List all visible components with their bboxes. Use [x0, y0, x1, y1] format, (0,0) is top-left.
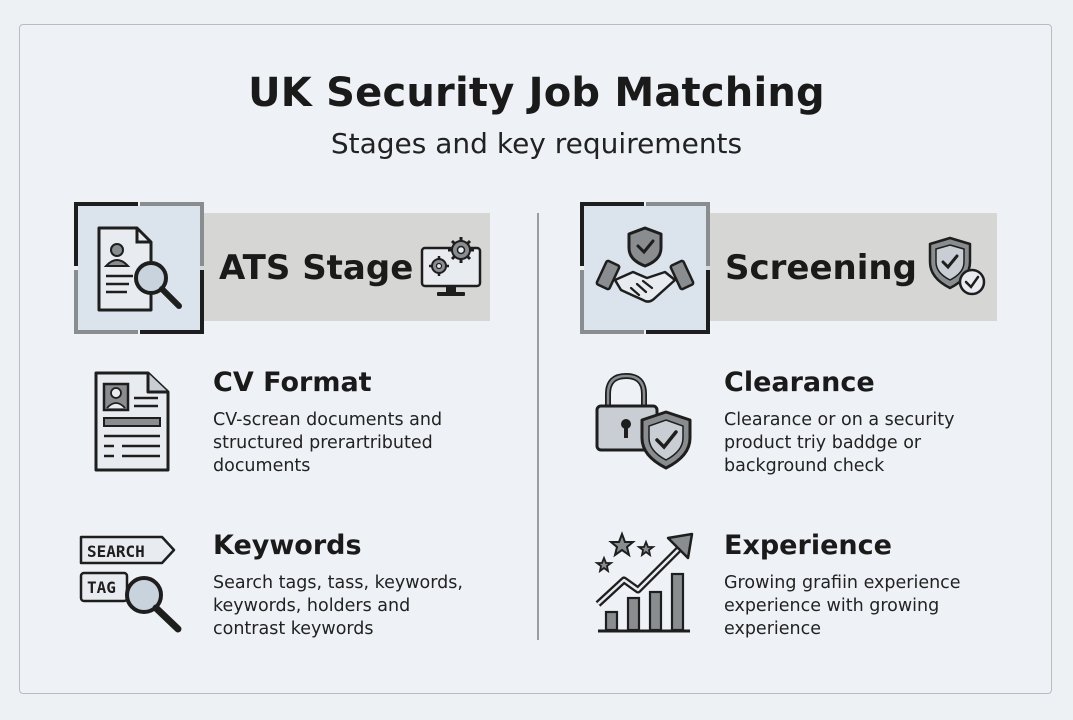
ats-stage-label: ATS Stage: [219, 248, 414, 288]
clearance-title: Clearance: [724, 367, 875, 398]
page-subtitle: Stages and key requirements: [330, 127, 743, 160]
experience-description: Growing grafiin experience experience wi…: [724, 573, 961, 639]
handshake-shield-icon: [595, 226, 695, 303]
screening-label: Screening: [725, 248, 917, 288]
shield-check-icon: [928, 236, 986, 296]
cv-format-title: CV Format: [213, 367, 372, 398]
clearance-description: Clearance or on a security product triy …: [724, 410, 955, 476]
search-tag-text: SEARCH: [87, 542, 145, 561]
experience-title: Experience: [724, 530, 892, 561]
resume-search-icon: [97, 226, 182, 312]
lock-shield-icon: [595, 372, 692, 470]
ats-stage-icon-frame: [74, 202, 204, 334]
search-tag-icon: SEARCH TAG: [79, 535, 182, 633]
cv-format-description: CV-screan documents and structured prera…: [213, 410, 443, 476]
keywords-title: Keywords: [213, 530, 362, 561]
column-divider: [537, 213, 539, 640]
cv-document-icon: [94, 371, 170, 472]
tag-text: TAG: [87, 578, 116, 597]
keywords-description: Search tags, tass, keywords, keywords, h…: [213, 573, 463, 639]
growth-chart-icon: [594, 531, 694, 633]
monitor-gears-icon: [420, 237, 482, 296]
page-title: UK Security Job Matching: [248, 70, 825, 116]
infographic-card: [19, 24, 1052, 694]
screening-icon-frame: [580, 202, 710, 334]
